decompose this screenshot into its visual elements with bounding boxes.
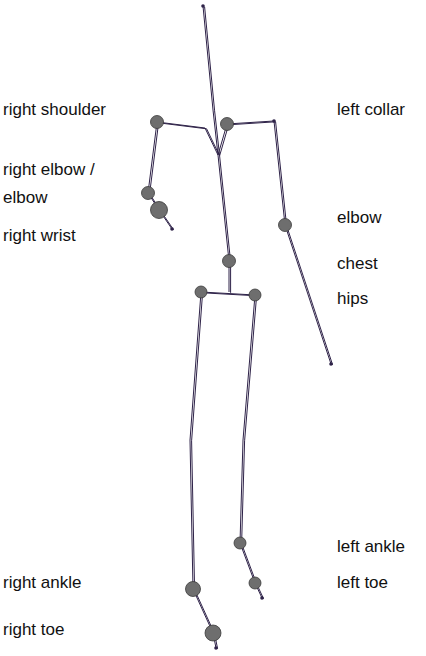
end-points <box>170 4 333 650</box>
part-label: chest <box>337 250 378 278</box>
part-label: right wrist <box>3 222 76 250</box>
part-label: right ankle <box>3 569 81 597</box>
part-label: left toe <box>337 569 388 597</box>
joint-markers <box>142 116 292 642</box>
part-label: left ankle <box>337 533 405 561</box>
part-label: right elbow / elbow <box>3 156 121 212</box>
part-label: elbow <box>337 204 381 232</box>
part-label: right toe <box>3 616 64 644</box>
bone-lines <box>148 6 331 648</box>
part-label: right shoulder <box>3 96 106 124</box>
part-label: hips <box>337 285 368 313</box>
part-label: left collar <box>337 96 405 124</box>
